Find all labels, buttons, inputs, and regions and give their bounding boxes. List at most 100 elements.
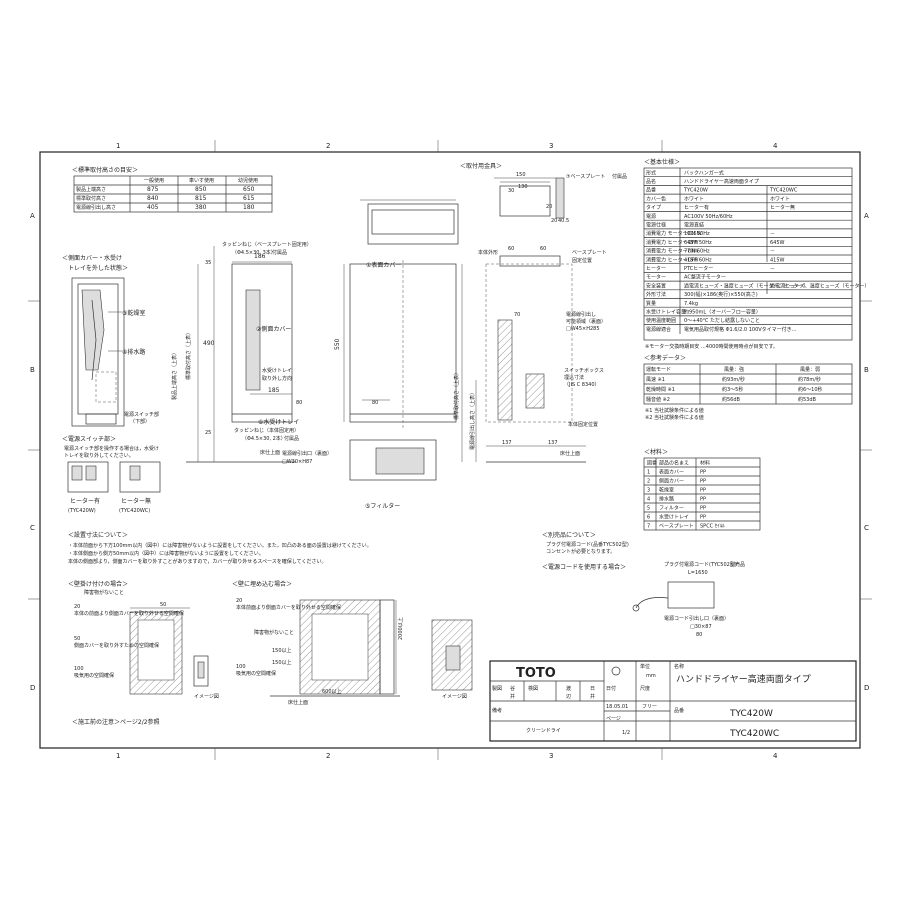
base-plate2-label: ベースプレート bbox=[572, 250, 607, 256]
material-cell-4-0: 4 bbox=[647, 497, 650, 503]
spec-cell-12-1: AC整流子モーター bbox=[684, 274, 726, 281]
row-label-left-a: A bbox=[30, 212, 35, 220]
switch-section: ＜電源スイッチ部＞ 電源スイッチ部を操作する場合は，水受け トレイを取り外してく… bbox=[62, 435, 161, 514]
cord-attached: 別売品 bbox=[730, 561, 745, 568]
vlabel-mount-height: 標準取付高さ（上表） bbox=[185, 330, 192, 380]
side-label-dryer: ③乾燥室 bbox=[122, 309, 145, 317]
material-cell-0-0: 図番 bbox=[647, 460, 657, 467]
side-view-title1: ＜側面カバー・水受け bbox=[62, 254, 122, 262]
height-header-infant: 幼児使用 bbox=[238, 177, 258, 184]
ref-note1: ※1 当社試験条件による値 bbox=[645, 407, 704, 414]
wall-d50-text: 側面カバーを取り外すための空間確保 bbox=[74, 642, 159, 649]
drawn-label: 製図 bbox=[492, 685, 502, 692]
part-label: 品番 bbox=[674, 707, 684, 714]
height-row1-v3: 650 bbox=[243, 186, 255, 193]
height-row2-v2: 815 bbox=[195, 195, 207, 202]
floor-label-front: 床仕上面 bbox=[260, 449, 280, 456]
spec-cell-13-0: 安全装置 bbox=[646, 282, 666, 289]
wall-image-label: イメージ図 bbox=[194, 694, 219, 700]
height-header-general: 一般使用 bbox=[144, 177, 164, 184]
dim-20: 20 bbox=[551, 218, 557, 224]
bracket-title: ＜取付用金具＞ bbox=[460, 162, 502, 170]
material-cell-2-0: 2 bbox=[647, 479, 650, 485]
spec-cell-11-0: ヒーター bbox=[646, 265, 666, 272]
dim-35: 35 bbox=[205, 260, 211, 266]
spec-cell-17-0: 使用温度範囲 bbox=[646, 317, 676, 324]
dim-490: 490 bbox=[203, 340, 215, 347]
cord-label: プラグ付電源コード(TYC502型) bbox=[664, 561, 737, 568]
dim-30: 30 bbox=[508, 188, 514, 194]
wall-d100-text: 吸気用の空間確保 bbox=[74, 672, 114, 679]
dim-80-front: 80 bbox=[372, 400, 378, 406]
cord-len: L=1650 bbox=[688, 570, 708, 576]
body-outline-label: 本体外形 bbox=[478, 249, 498, 256]
cord-dim-80: 80 bbox=[696, 632, 702, 638]
material-cell-6-2: PP bbox=[700, 515, 706, 521]
height-row1-v1: 875 bbox=[147, 186, 159, 193]
dim-137b: 137 bbox=[548, 440, 558, 446]
product-front-view: 35 490 25 標準取付高さ（上表） 製品上端高さ（上表） 186 タッピン… bbox=[171, 199, 459, 510]
date-label: 日付 bbox=[606, 685, 616, 692]
material-cell-3-0: 3 bbox=[647, 488, 650, 494]
switch-box3: （JIS C 8340） bbox=[564, 382, 600, 388]
power-area1: 電源線引出し bbox=[566, 311, 596, 318]
name-value: ハンドドライヤー高速両面タイプ bbox=[676, 673, 811, 685]
power-out-label2: □W30×H87 bbox=[282, 459, 312, 465]
embed-d600: 600以上 bbox=[322, 688, 342, 695]
screw-bottom-attached: 付属品 bbox=[284, 435, 299, 442]
row-label-right-c: C bbox=[864, 524, 869, 532]
page-label: ページ bbox=[606, 716, 621, 722]
spec-cell-18-0: 電源線適合 bbox=[646, 326, 671, 333]
remark-label: 備考 bbox=[492, 707, 502, 714]
material-cell-4-1: 排水路 bbox=[659, 496, 674, 503]
dim-185: 185 bbox=[268, 387, 280, 394]
spec-cell-3-1: ホワイト bbox=[684, 196, 704, 202]
wall-d50top: 50 bbox=[160, 602, 166, 608]
front-cover-label: ①表面カバー bbox=[366, 261, 401, 269]
screw-top-attached: 付属品 bbox=[272, 249, 287, 256]
ref-r1-0: 風速 ※1 bbox=[646, 377, 665, 383]
name-label: 名称 bbox=[674, 663, 684, 670]
spec-cell-7-2: － bbox=[770, 231, 775, 237]
switch-note2: トレイを取り外してください。 bbox=[64, 452, 134, 459]
ref-r3-1: 約56dB bbox=[722, 396, 741, 403]
body-fix-label: 本体固定位置 bbox=[568, 421, 598, 428]
embed-title: ＜壁に埋め込む場合＞ bbox=[232, 580, 292, 588]
dim-60a: 60 bbox=[508, 246, 514, 252]
switch-box2: 埋込寸法 bbox=[564, 374, 584, 381]
remark-value: クリーンドライ bbox=[526, 728, 561, 734]
dim-150: 150 bbox=[516, 172, 526, 178]
options-line2: コンセントが必要となります。 bbox=[546, 548, 615, 555]
embed-mount-diagram: ＜壁に埋め込む場合＞ 20 本体前面より側面カバーを取り外せる空間確保 障害物が… bbox=[232, 580, 473, 706]
screw-top-label: タッピンねじ（ベースプレート固定用） bbox=[222, 241, 312, 248]
spec-cell-8-0: 消費電力 ヒーターOFF 50Hz bbox=[646, 239, 712, 246]
screw-top-label2: （Φ4.5×30, 3本） bbox=[232, 249, 276, 256]
material-cell-6-1: 水受けトレイ bbox=[659, 514, 689, 521]
material-cell-5-1: フィルター bbox=[659, 505, 684, 512]
material-cell-4-2: PP bbox=[700, 497, 706, 503]
height-row1-v2: 850 bbox=[195, 186, 207, 193]
install-line3: 本体の側面部より，側面カバーを取り外すことがありますので，カバーが取り外せるスペ… bbox=[68, 558, 326, 565]
material-cell-0-2: 材料 bbox=[700, 460, 710, 467]
spec-cell-17-1: 0～+40℃ ただし結露しないこと bbox=[684, 317, 760, 324]
vlabel-top-height: 製品上端高さ（上表） bbox=[171, 350, 178, 400]
spec-cell-0-0: 形式 bbox=[646, 169, 656, 176]
part-1: TYC420W bbox=[729, 709, 773, 719]
height-row1-label: 製品上端高さ bbox=[76, 186, 106, 193]
spec-cell-5-0: 電源 bbox=[646, 213, 656, 220]
spec-cell-7-1: 1015W bbox=[684, 231, 702, 237]
spec-cell-4-2: ヒーター無 bbox=[770, 204, 795, 211]
spec-cell-2-2: TYC420WC bbox=[769, 188, 798, 194]
check-b: 辺 bbox=[566, 693, 571, 700]
spec-cell-16-0: 水受けトレイ容量 bbox=[646, 309, 686, 316]
switch-right-model: (TYC420WC) bbox=[119, 508, 150, 514]
material-cell-1-2: PP bbox=[700, 470, 706, 476]
switch-note1: 電源スイッチ部を操作する場合は，水受け bbox=[64, 445, 159, 452]
side-label-switch1: 電源スイッチ部 bbox=[124, 411, 159, 418]
spec-note: ※モーター交換時期目安 …4000時間使用時点が目安です。 bbox=[645, 343, 778, 350]
switch-title: ＜電源スイッチ部＞ bbox=[62, 435, 116, 443]
install-line1: ・本体前面から下方100mm以内（図中）には障害物がないように設置をしてください… bbox=[68, 542, 372, 549]
title-block: TOTO 単位 mm 名称 ハンドドライヤー高速両面タイプ 製図 谷 井 検図 … bbox=[489, 660, 857, 742]
embed-d2000: 2000以上 bbox=[397, 617, 404, 640]
